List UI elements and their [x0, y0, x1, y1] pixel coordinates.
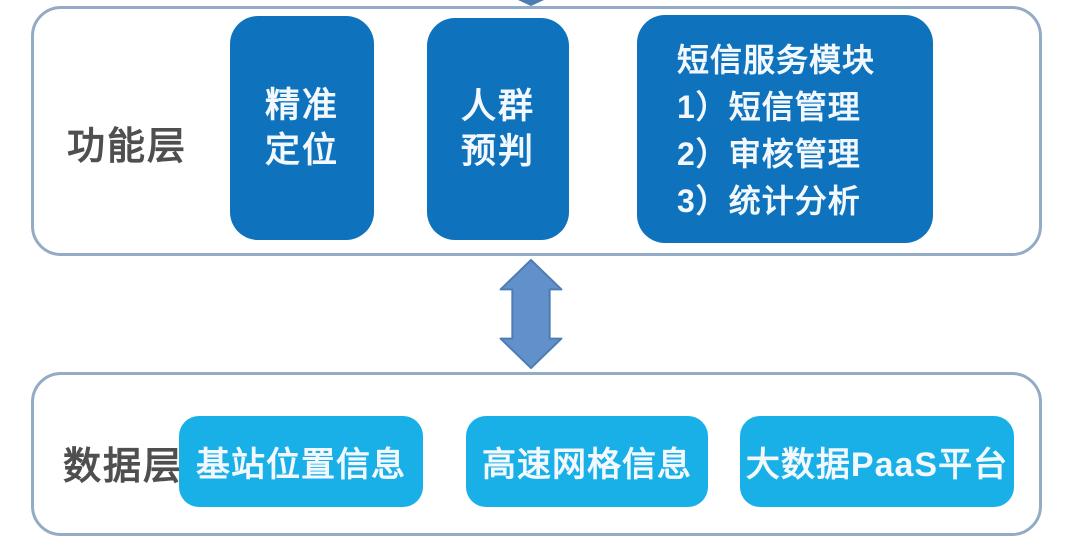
- cropped-arrow-tip-icon: [518, 0, 544, 6]
- box-text-line: 人群: [460, 87, 535, 126]
- box-text-line: 短信服务模块: [677, 42, 876, 78]
- bidirectional-arrow-icon: [493, 258, 569, 370]
- function-box-precise-positioning: 精准 定位: [230, 16, 374, 240]
- box-text-line: 1）短信管理: [677, 89, 861, 125]
- box-text-line: 2）审核管理: [677, 136, 861, 172]
- function-box-sms-service-module: 短信服务模块 1）短信管理 2）审核管理 3）统计分析: [637, 15, 933, 243]
- function-layer-label: 功能层: [67, 126, 188, 168]
- function-layer-container: 功能层 精准 定位 人群 预判 短信服务模块 1）短信管理 2）审核管理 3）统…: [31, 6, 1042, 256]
- box-text-line: 定位: [264, 131, 339, 170]
- data-layer-label: 数据层: [63, 446, 184, 488]
- box-text-line: 预判: [460, 132, 535, 171]
- data-layer-container: 数据层 基站位置信息 高速网格信息 大数据PaaS平台: [31, 372, 1042, 536]
- function-box-crowd-prediction: 人群 预判: [427, 18, 569, 240]
- data-box-base-station-location-info: 基站位置信息: [179, 416, 423, 507]
- data-box-bigdata-paas-platform: 大数据PaaS平台: [740, 416, 1014, 507]
- box-text-line: 精准: [264, 86, 339, 125]
- box-text-line: 3）统计分析: [677, 183, 861, 219]
- data-box-highspeed-grid-info: 高速网格信息: [466, 416, 708, 507]
